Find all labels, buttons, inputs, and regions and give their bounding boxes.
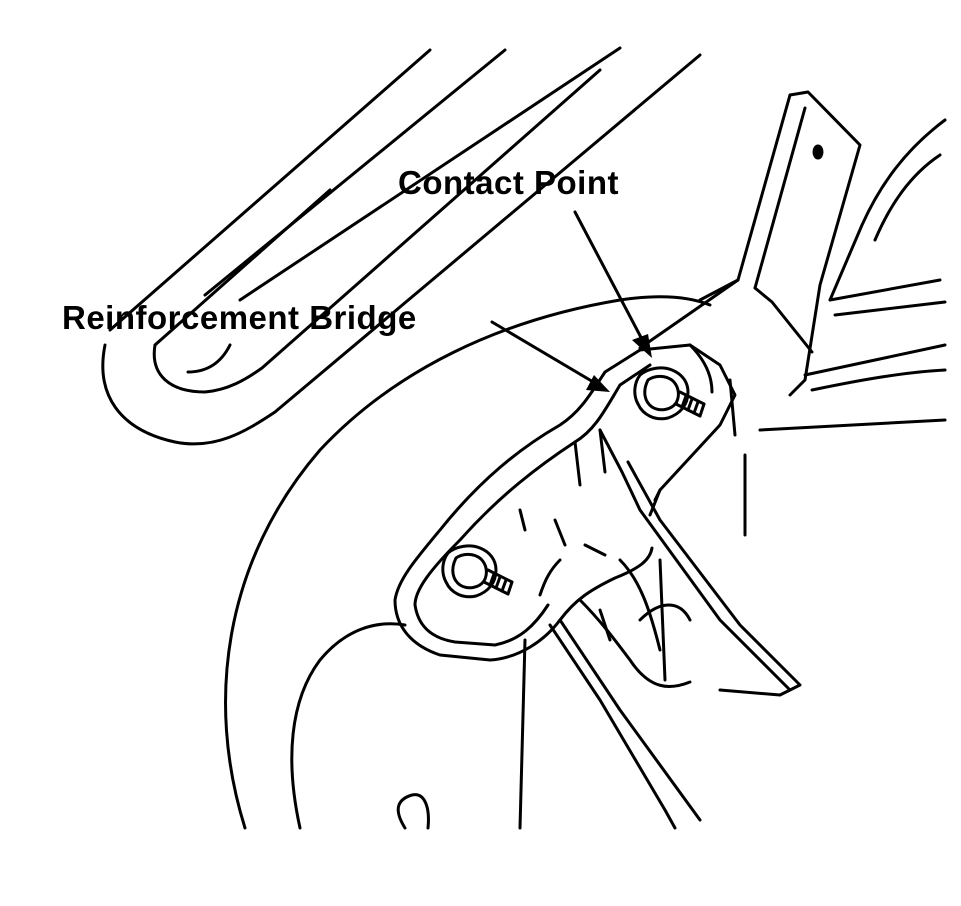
lower-bolt <box>443 546 512 597</box>
contact-point-leader <box>575 212 652 358</box>
upper-rail <box>103 48 700 444</box>
bridge-plate <box>395 345 735 660</box>
reinforcement-bridge-label: Reinforcement Bridge <box>62 299 417 336</box>
right-structure <box>730 120 945 535</box>
upper-bolt <box>635 368 704 419</box>
lower-channel <box>550 430 800 828</box>
housing-arc <box>226 297 710 828</box>
contact-point-label: Contact Point <box>398 164 619 201</box>
reinforcement-bridge-leader <box>492 322 610 392</box>
bracket-arm <box>640 92 860 395</box>
